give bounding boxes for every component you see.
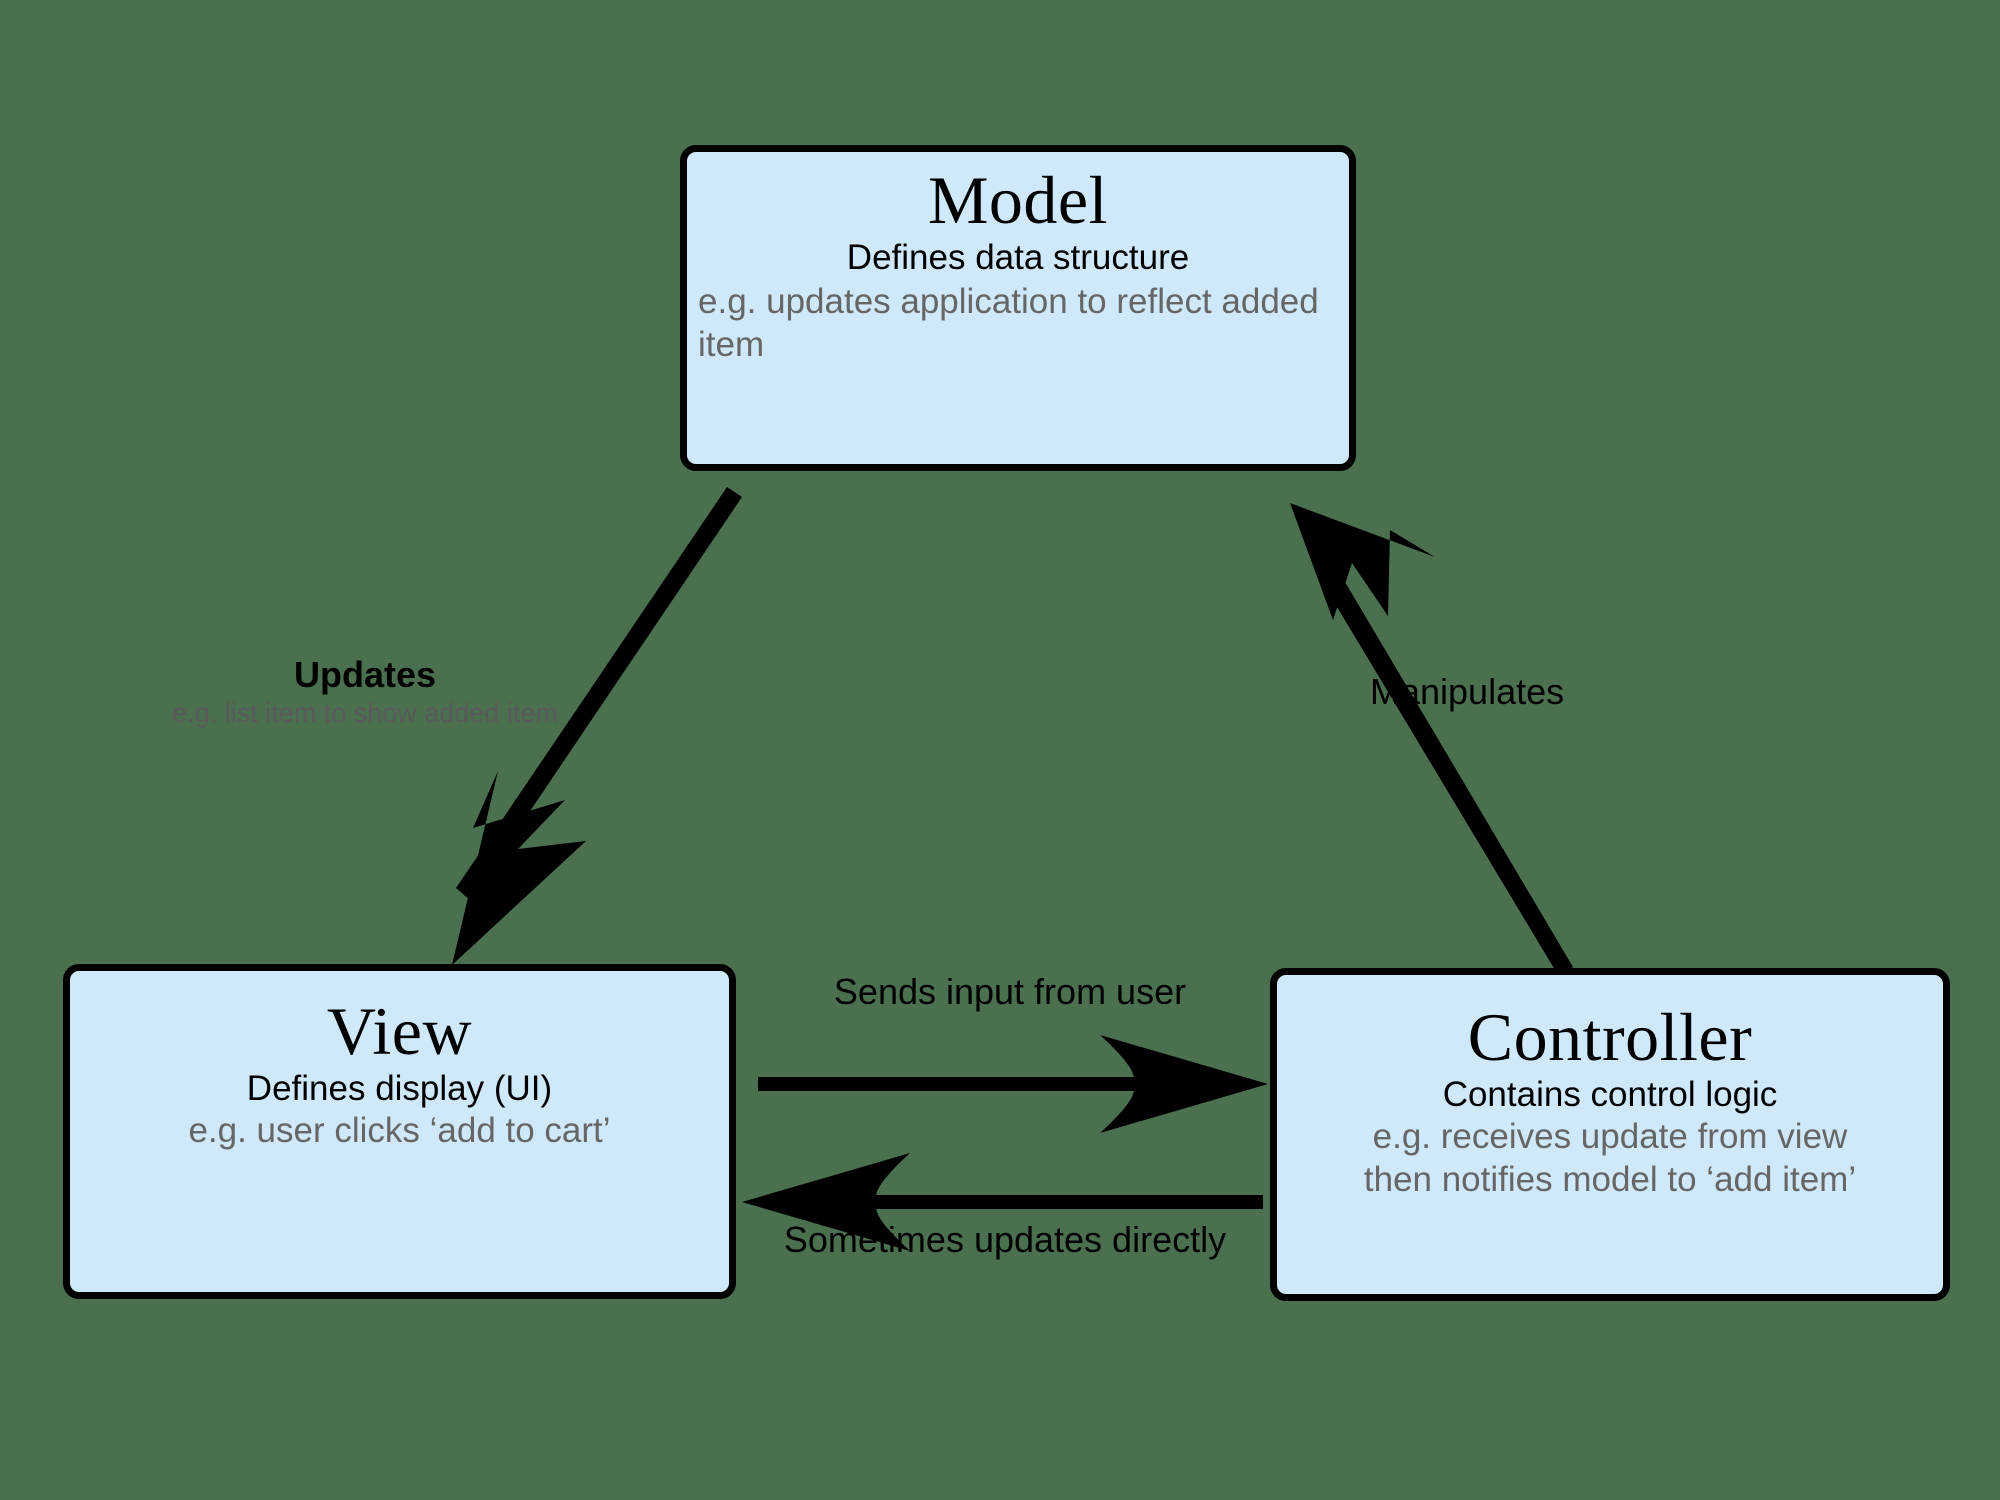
node-controller-example: e.g. receives update from view then noti…	[1363, 1117, 1857, 1199]
node-model-subtitle: Defines data structure	[846, 238, 1190, 277]
edge-label-sends-input: Sends input from user	[760, 971, 1260, 1012]
edge-label-updates: Updates e.g. list item to show added ite…	[140, 654, 590, 730]
node-view-example: e.g. user clicks ‘add to cart’	[188, 1111, 611, 1151]
edge-label-sends-input-text: Sends input from user	[833, 971, 1187, 1012]
edge-label-manipulates: Manipulates	[1370, 671, 1750, 712]
node-controller-subtitle: Contains control logic	[1442, 1075, 1778, 1114]
edge-label-sometimes-updates-text: Sometimes updates directly	[783, 1219, 1227, 1260]
node-view-subtitle: Defines display (UI)	[246, 1069, 553, 1108]
node-view[interactable]: View Defines display (UI) e.g. user clic…	[63, 964, 736, 1299]
edge-label-sometimes-updates: Sometimes updates directly	[740, 1219, 1270, 1260]
node-controller[interactable]: Controller Contains control logic e.g. r…	[1270, 968, 1950, 1301]
edge-controller-to-model	[1290, 503, 1573, 975]
edge-view-to-controller	[758, 1035, 1268, 1133]
node-model-title: Model	[927, 162, 1109, 238]
edge-label-manipulates-text: Manipulates	[1370, 671, 1565, 712]
node-controller-title: Controller	[1467, 999, 1753, 1075]
edge-label-updates-text: Updates	[293, 654, 437, 695]
node-model-example: e.g. updates application to reflect adde…	[698, 282, 1319, 364]
edge-label-updates-example: e.g. list item to show added item	[172, 698, 558, 729]
node-model[interactable]: Model Defines data structure e.g. update…	[680, 145, 1356, 471]
node-view-title: View	[326, 993, 473, 1069]
